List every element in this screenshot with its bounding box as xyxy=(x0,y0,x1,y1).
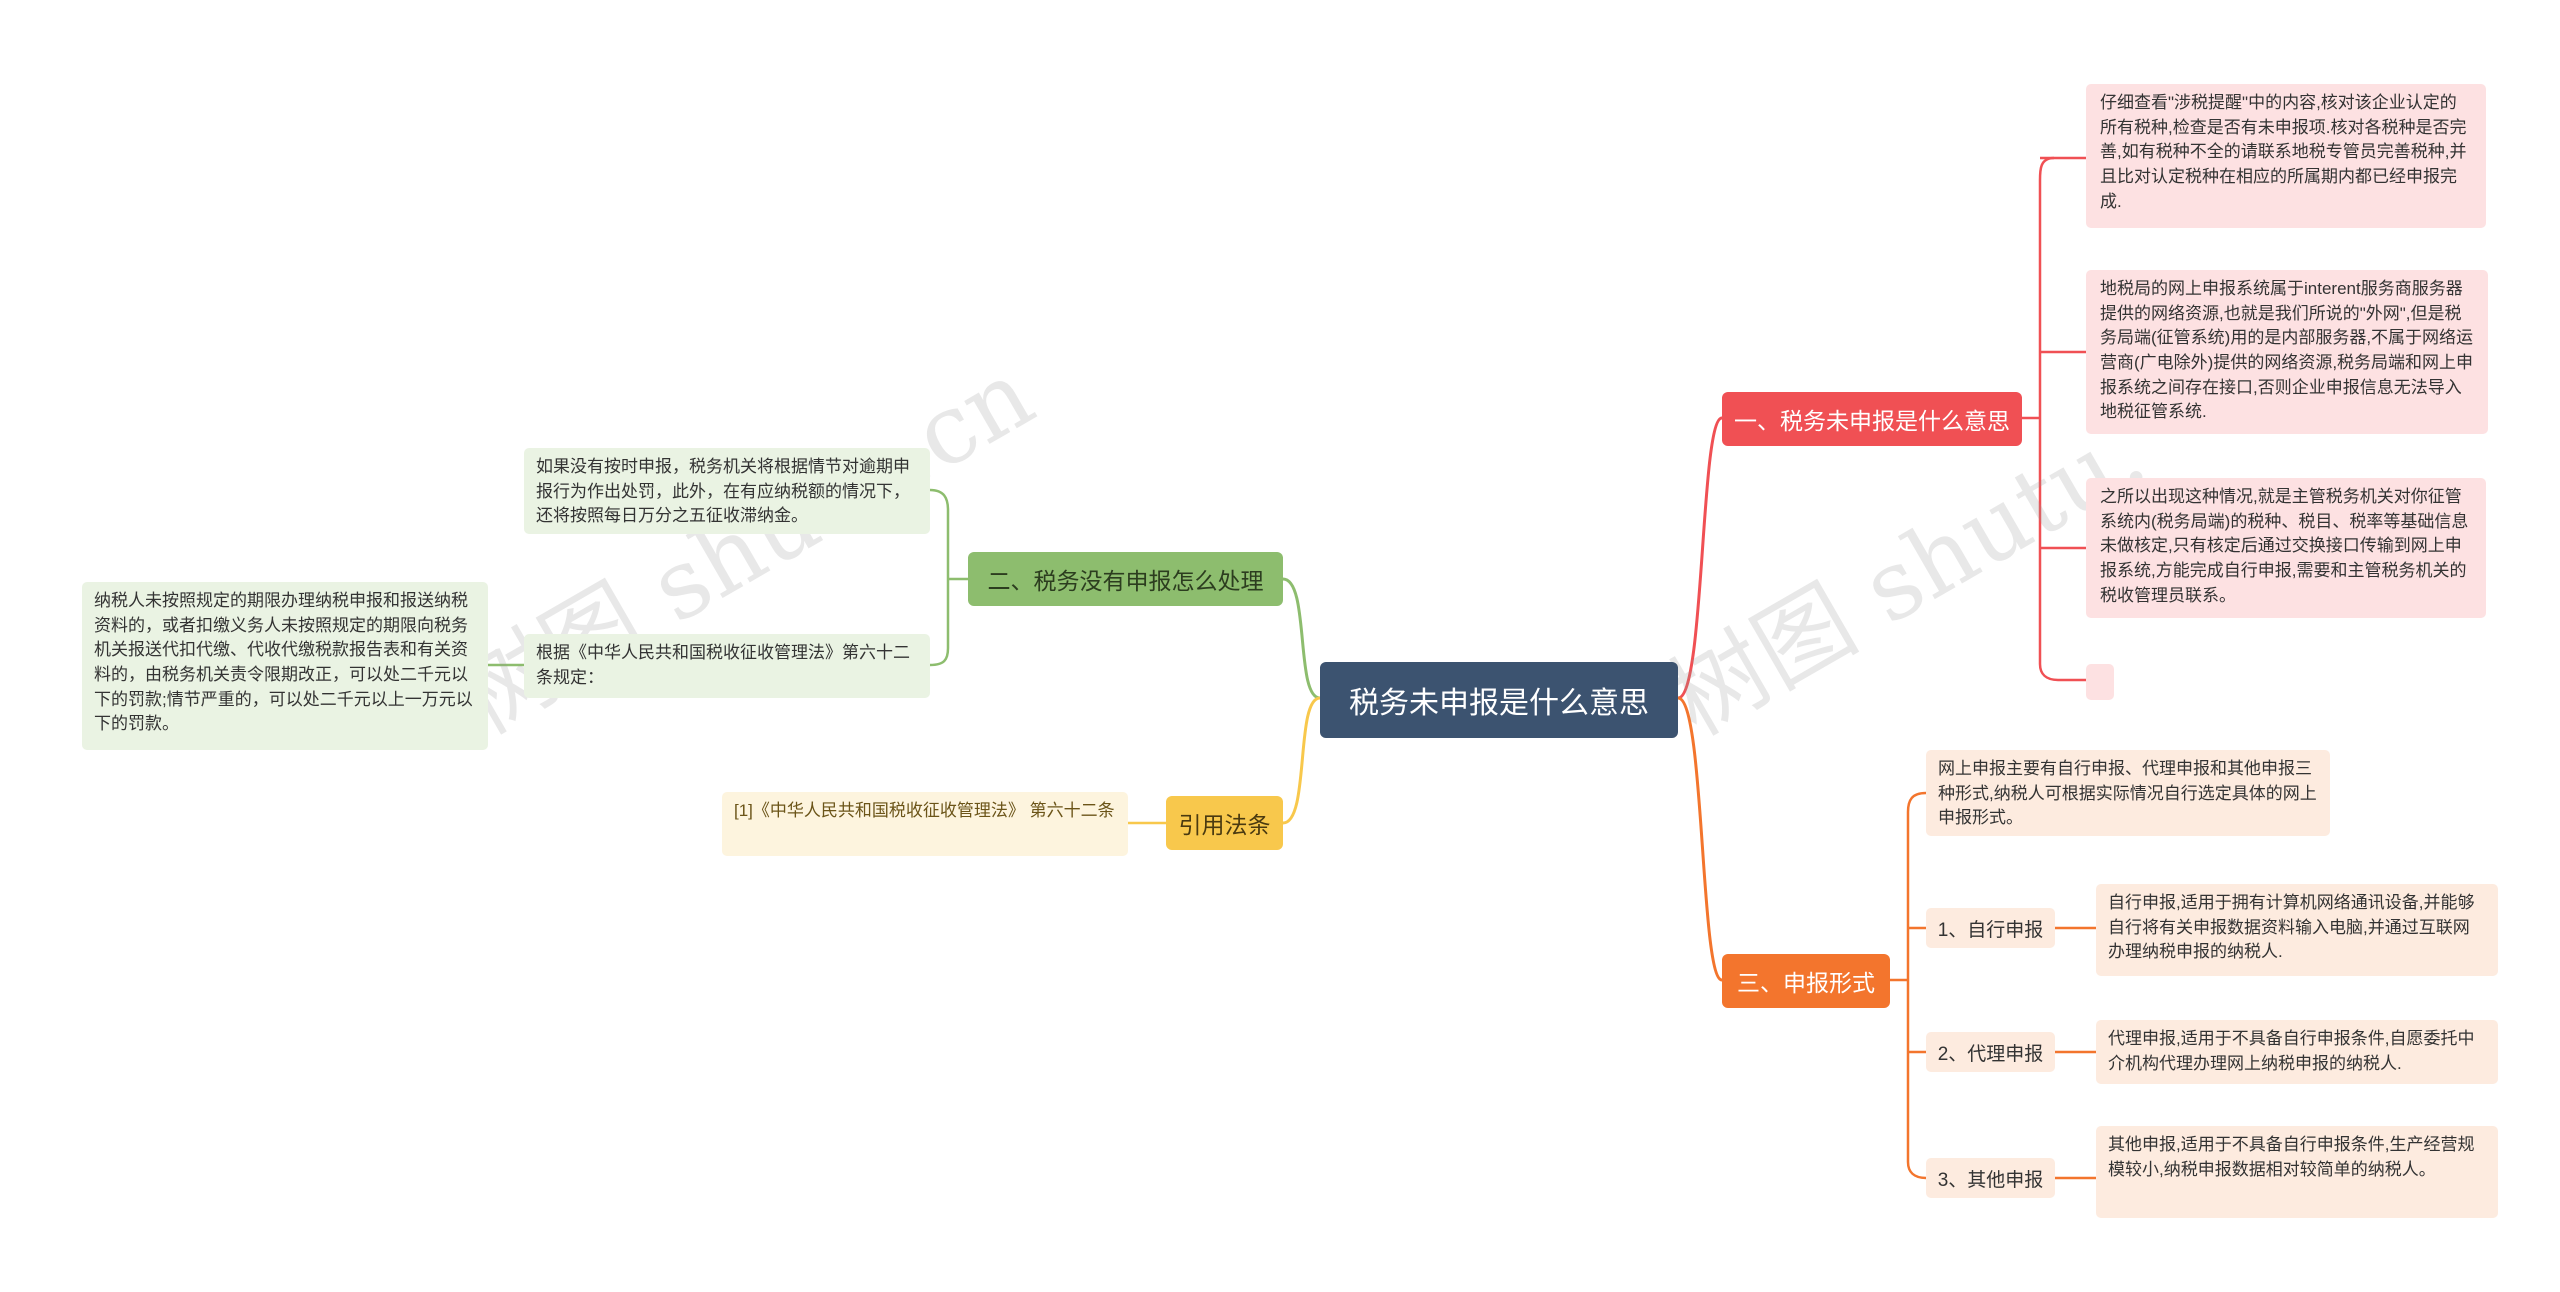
forms-intro[interactable]: 网上申报主要有自行申报、代理申报和其他申报三种形式,纳税人可根据实际情况自行选定… xyxy=(1926,750,2330,836)
form-agent-declare[interactable]: 2、代理申报 xyxy=(1926,1032,2055,1072)
form-self-declare[interactable]: 1、自行申报 xyxy=(1926,908,2055,948)
meaning-item-3[interactable]: 之所以出现这种情况,就是主管税务机关对你征管系统内(税务局端)的税种、税目、税率… xyxy=(2086,478,2486,618)
branch-forms[interactable]: 三、申报形式 xyxy=(1722,954,1890,1008)
handling-law-detail[interactable]: 纳税人未按照规定的期限办理纳税申报和报送纳税资料的，或者扣缴义务人未按照规定的期… xyxy=(82,582,488,750)
branch-citation[interactable]: 引用法条 xyxy=(1166,796,1283,850)
central-topic[interactable]: 税务未申报是什么意思 xyxy=(1320,662,1678,738)
form-agent-declare-desc[interactable]: 代理申报,适用于不具备自行申报条件,自愿委托中介机构代理办理网上纳税申报的纳税人… xyxy=(2096,1020,2498,1084)
form-other-declare[interactable]: 3、其他申报 xyxy=(1926,1158,2055,1198)
meaning-item-empty[interactable] xyxy=(2086,664,2114,700)
handling-item-2[interactable]: 根据《中华人民共和国税收征收管理法》第六十二条规定： xyxy=(524,634,930,698)
meaning-item-2[interactable]: 地税局的网上申报系统属于interent服务商服务器提供的网络资源,也就是我们所… xyxy=(2086,270,2488,434)
branch-meaning[interactable]: 一、税务未申报是什么意思 xyxy=(1722,392,2022,446)
meaning-item-1[interactable]: 仔细查看"涉税提醒"中的内容,核对该企业认定的所有税种,检查是否有未申报项.核对… xyxy=(2086,84,2486,228)
form-other-declare-desc[interactable]: 其他申报,适用于不具备自行申报条件,生产经营规模较小,纳税申报数据相对较简单的纳… xyxy=(2096,1126,2498,1218)
handling-item-1[interactable]: 如果没有按时申报，税务机关将根据情节对逾期申报行为作出处罚，此外，在有应纳税额的… xyxy=(524,448,930,534)
form-self-declare-desc[interactable]: 自行申报,适用于拥有计算机网络通讯设备,并能够自行将有关申报数据资料输入电脑,并… xyxy=(2096,884,2498,976)
branch-handling[interactable]: 二、税务没有申报怎么处理 xyxy=(968,552,1283,606)
citation-item[interactable]: [1]《中华人民共和国税收征收管理法》 第六十二条 xyxy=(722,792,1128,856)
